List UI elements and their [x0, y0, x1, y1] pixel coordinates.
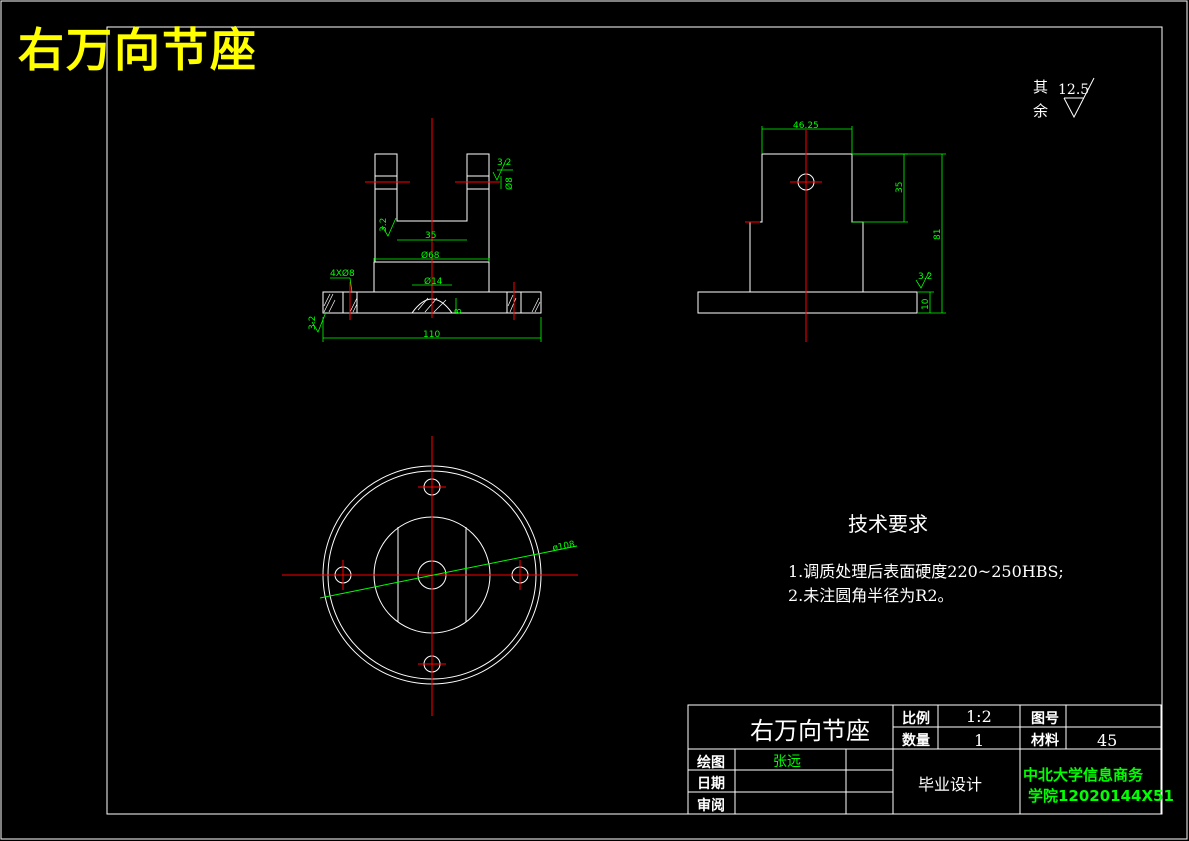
inner-frame: [106, 26, 1163, 815]
tb-material-value: 45: [1097, 731, 1118, 750]
front-dimensions: [311, 159, 542, 342]
front-hatch: [323, 293, 541, 313]
tech-requirement-2: 2.未注圆角半径为R2。: [788, 586, 954, 605]
dim-dia-68: Ø68: [421, 250, 440, 261]
tb-drawn-by-label: 绘图: [697, 755, 725, 771]
rough-a: 3.2: [497, 158, 511, 168]
dim-46-25: 46.25: [793, 121, 819, 131]
top-centerlines: [282, 436, 578, 716]
tb-drawn-by-value: 张远: [773, 754, 801, 770]
tb-school-line1: 中北大学信息商务: [1023, 766, 1144, 784]
dim-81: 81: [933, 229, 943, 240]
dim-110: 110: [423, 330, 440, 340]
roughness-note-line1: 其: [1033, 78, 1049, 96]
tb-date-label: 日期: [697, 776, 725, 792]
rough-d: 3.2: [918, 272, 932, 282]
top-dimensions: [319, 545, 578, 599]
dim-35-height: 35: [895, 182, 905, 193]
dim-dia-108: ø108: [552, 540, 576, 554]
tb-part-name: 右万向节座: [750, 717, 870, 745]
tb-material-label: 材料: [1031, 733, 1059, 749]
roughness-note-line2: 余: [1033, 102, 1049, 120]
side-view: [697, 153, 918, 314]
tb-drawing-no-label: 图号: [1031, 711, 1059, 727]
tech-requirements-heading: 技术要求: [848, 512, 928, 536]
rough-c: 3.2: [308, 316, 318, 330]
tb-review-label: 审阅: [697, 798, 725, 814]
side-dimensions: [761, 126, 946, 314]
dimension-labels: 110 Ø68 35 Ø14 4XØ8 Ø8 8 3.2 3.2 3.2 46.…: [308, 82, 1089, 554]
tb-quantity-value: 1: [974, 731, 985, 750]
tb-project: 毕业设计: [918, 775, 983, 794]
dim-depth-8: 8: [454, 308, 464, 314]
general-roughness-symbol: [1063, 77, 1095, 119]
rough-b: 3.2: [379, 218, 389, 232]
drawing-title: 右万向节座: [18, 23, 258, 77]
dim-dia-8-upper: Ø8: [504, 177, 515, 190]
tb-scale-label: 比例: [902, 711, 930, 727]
side-base-plate: [697, 291, 918, 314]
dim-10: 10: [921, 298, 931, 310]
dim-holes: 4XØ8: [330, 268, 355, 279]
side-centerlines: [745, 130, 822, 342]
tb-scale-value: 1:2: [966, 707, 992, 726]
title-block: [687, 704, 1162, 815]
tb-quantity-label: 数量: [902, 733, 930, 749]
general-roughness-value: 12.5: [1058, 82, 1089, 98]
dim-dia-14: Ø14: [424, 276, 443, 287]
dim-35-slot: 35: [425, 231, 436, 241]
tech-requirement-1: 1.调质处理后表面硬度220~250HBS;: [788, 562, 1064, 581]
tb-school-line2: 学院12020144X51: [1028, 787, 1174, 805]
